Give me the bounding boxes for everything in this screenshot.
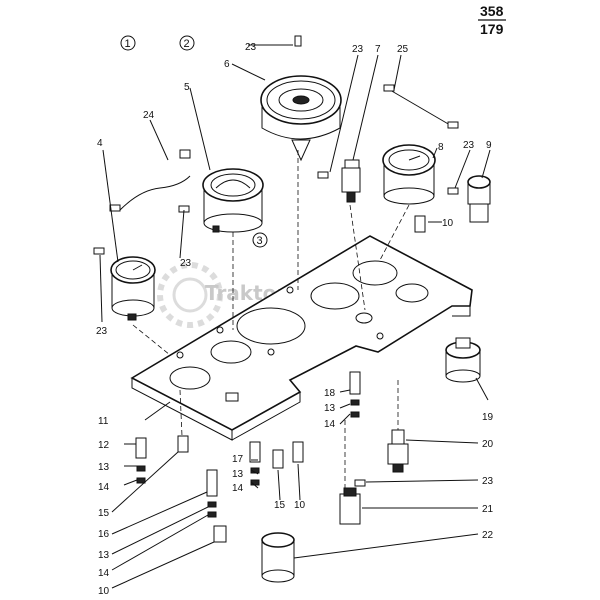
label-7: 7 bbox=[375, 44, 381, 55]
label-19: 19 bbox=[482, 412, 494, 423]
alignment-lines bbox=[132, 150, 410, 488]
bulb-15b bbox=[272, 449, 284, 469]
svg-text:2: 2 bbox=[184, 38, 190, 50]
label-5: 5 bbox=[184, 82, 190, 93]
gauge-4 bbox=[110, 256, 156, 321]
label-13: 13 bbox=[98, 462, 110, 473]
label-15: 15 bbox=[274, 500, 286, 511]
label-23: 23 bbox=[180, 258, 192, 269]
bulb-10b bbox=[414, 215, 426, 233]
label-10: 10 bbox=[294, 500, 306, 511]
wire-24-connector bbox=[179, 149, 191, 159]
label-14: 14 bbox=[232, 483, 244, 494]
lamp-holder-7 bbox=[341, 159, 361, 203]
bracket-17 bbox=[249, 441, 261, 486]
bulb-23-b bbox=[317, 171, 329, 179]
label-13: 13 bbox=[232, 469, 244, 480]
mounting-plate bbox=[130, 235, 473, 441]
lamp-holder-21 bbox=[339, 487, 361, 525]
label-23: 23 bbox=[96, 326, 108, 337]
ignition-switch-19 bbox=[445, 337, 481, 383]
label-13: 13 bbox=[98, 550, 110, 561]
label-14: 14 bbox=[324, 419, 336, 430]
label-18: 18 bbox=[324, 388, 336, 399]
label-11: 11 bbox=[98, 416, 109, 427]
wire-24-terminal bbox=[109, 204, 121, 212]
page-number-top: 358 bbox=[480, 3, 504, 19]
bulb-23-a bbox=[294, 35, 302, 47]
bulb-23-d bbox=[93, 247, 105, 255]
label-10: 10 bbox=[442, 218, 454, 229]
switch-9 bbox=[467, 175, 491, 223]
gauge-8 bbox=[382, 144, 436, 205]
svg-text:1: 1 bbox=[125, 38, 131, 50]
circled-marker-2: 2 bbox=[179, 35, 195, 51]
page-number-bottom: 179 bbox=[480, 21, 504, 37]
label-25: 25 bbox=[397, 44, 409, 55]
label-22: 22 bbox=[482, 530, 494, 541]
wire-25-terminal-a bbox=[383, 84, 395, 92]
bracket-12 bbox=[135, 437, 147, 484]
bulb-23-f bbox=[354, 479, 366, 487]
svg-text:3: 3 bbox=[257, 235, 263, 247]
part-labels: 23 6 5 23 7 25 8 23 9 24 4 23 23 10 11 1… bbox=[96, 42, 494, 597]
label-15: 15 bbox=[98, 508, 110, 519]
bulb-10 bbox=[292, 441, 304, 463]
label-6: 6 bbox=[224, 59, 230, 70]
label-14: 14 bbox=[98, 482, 110, 493]
housing-22 bbox=[261, 532, 295, 583]
label-16: 16 bbox=[98, 529, 110, 540]
watermark-gear-icon bbox=[157, 262, 223, 328]
label-20: 20 bbox=[482, 439, 494, 450]
label-8: 8 bbox=[438, 142, 444, 153]
bulb-15 bbox=[177, 435, 189, 453]
label-14: 14 bbox=[98, 568, 110, 579]
leader-lines bbox=[99, 44, 491, 589]
label-23: 23 bbox=[245, 42, 257, 53]
label-24: 24 bbox=[143, 110, 155, 121]
label-21: 21 bbox=[482, 504, 494, 515]
wire-24 bbox=[119, 175, 191, 211]
label-9: 9 bbox=[486, 140, 492, 151]
wire-25-terminal-b bbox=[447, 121, 459, 129]
bracket-16 bbox=[206, 469, 227, 543]
connector-20 bbox=[387, 429, 409, 473]
bracket-18 bbox=[349, 371, 361, 418]
label-23: 23 bbox=[463, 140, 475, 151]
gauge-5 bbox=[202, 168, 264, 233]
circled-marker-1: 1 bbox=[120, 35, 136, 51]
wire-25 bbox=[389, 89, 451, 126]
label-12: 12 bbox=[98, 440, 110, 451]
gauge-6 bbox=[260, 75, 342, 162]
label-17: 17 bbox=[232, 454, 244, 465]
circled-marker-3: 3 bbox=[252, 232, 268, 248]
label-23: 23 bbox=[482, 476, 494, 487]
label-13: 13 bbox=[324, 403, 336, 414]
label-4: 4 bbox=[97, 138, 103, 149]
label-23: 23 bbox=[352, 44, 364, 55]
bulb-23-e bbox=[447, 187, 459, 195]
label-10: 10 bbox=[98, 586, 110, 597]
